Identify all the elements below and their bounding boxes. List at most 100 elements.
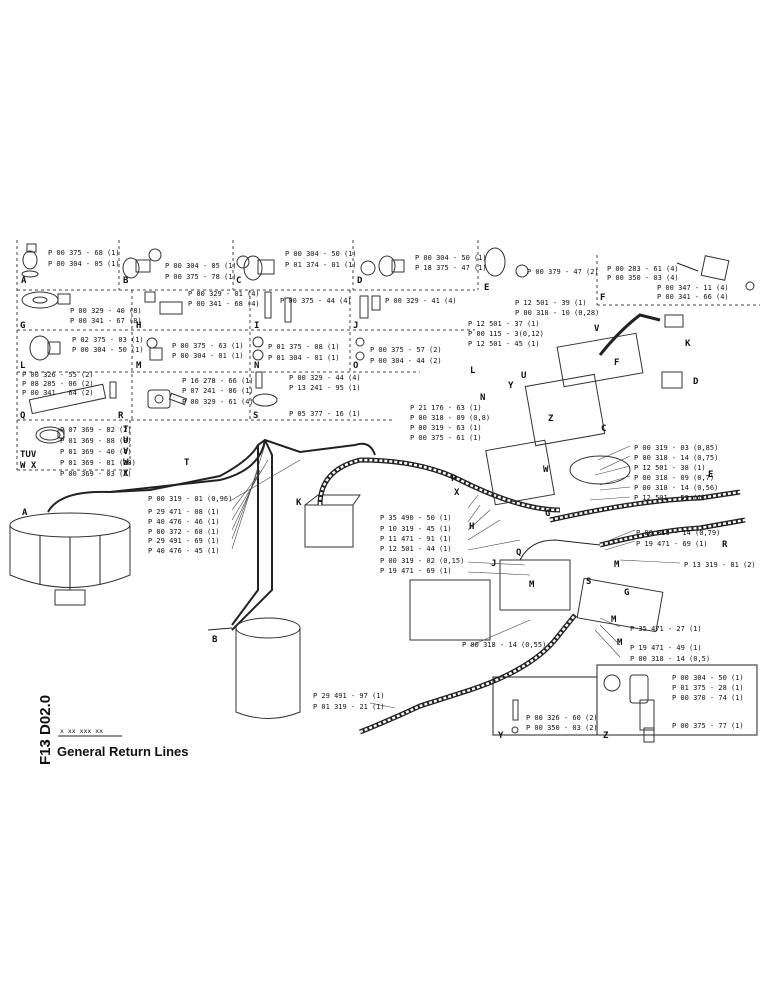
drawing-code: F13 D02.0 [37,695,54,765]
part-number: P 16 278 - 66 (1) [182,377,254,385]
part-number: P 13 241 - 95 (1) [289,384,361,392]
ref-letter: G [545,509,550,519]
part-number: P 05 377 - 16 (1) [289,410,361,418]
tank-k [304,494,361,548]
ref-letter: M [614,560,620,570]
part-number: P 00 341 - 64 (2) [22,389,94,397]
ref-letter: X [454,488,460,498]
part-sketch-c [236,255,275,281]
part-number: P 00 319 - 01 (0,96) [148,495,232,503]
box-title: W X [20,461,37,471]
ref-letter: M [617,638,623,648]
part-number: P 00 350 - 03 (4) [607,274,679,282]
part-number: P 00 375 - 77 (1) [672,722,744,730]
box-z-text: P 00 304 - 50 (1) P 01 375 - 28 (1) P 00… [603,674,744,741]
bolt-y [511,699,519,734]
part-number: P 00 341 - 68 (4) [188,300,260,308]
ref-letter: M [611,615,617,625]
part-number: P 01 319 - 21 (1) [313,703,385,711]
part-number: P 01 369 - 81 (20) [60,459,136,467]
part-number: P 13 319 - 81 (2) [684,561,756,569]
part-number: P 00 369 - 03 (8) [60,470,132,478]
part-number: P 00 347 - 11 (4) [657,284,729,292]
part-number: P 01 369 - 88 (8) [60,437,132,445]
box-letter: L [20,361,26,371]
diagram-letters: A B K T N L Y U Z C P X W G J Q M S E R … [22,324,728,648]
part-sketch-e [484,247,529,278]
box-b-text: P 00 304 - 05 (1) P 00 375 - 78 (1) B [123,262,237,286]
part-number: P 12 501 - 59 (1) [634,494,706,502]
part-number: P 00 329 - 61 (4) [182,398,254,406]
box-letter: O [353,361,359,371]
part-number: P 02 375 - 03 (1) [72,336,144,344]
part-sketch-r [147,389,188,409]
parts-grid [16,240,760,471]
box-d-text: P 00 304 - 50 (1) P 18 375 - 47 (1) D [357,254,487,286]
part-number: P 21 176 - 63 (1) [410,404,482,412]
part-number: P 00 375 - 61 (1) [410,434,482,442]
part-number: P 00 329 - 40 (8) [70,307,142,315]
part-sketch-clamp [35,426,65,444]
central-valve-block [485,332,644,506]
part-sketch-m [146,337,163,361]
box-letter: F [600,293,605,303]
elbow-fitting-z [603,674,655,743]
part-number: P 00 372 - 68 (1) [148,528,220,536]
box-a-text: P 00 375 - 68 (1) P 00 304 - 05 (1) A [21,249,120,286]
lower-right-callouts: P 35 471 - 27 (1) P 19 471 - 49 (1) P 00… [630,625,710,663]
part-sketch-b [122,248,162,279]
box-z-frame [596,664,758,736]
box-i-text: P 00 375 - 44 (4) I [254,297,352,331]
box-letter: Y [498,731,504,741]
part-number: P 00 304 - 50 (1) [72,346,144,354]
part-sketch-o [355,337,365,361]
box-p-text: P 12 501 - 39 (1) P 00 318 - 10 (0,28) [515,299,599,317]
title-block: F13 D02.0 x xx xxx xx % General Return L… [37,695,188,765]
part-number: P 00 318 - 09 (0,7) [634,474,714,482]
box-letter: M [136,361,142,371]
return-filter-b [207,617,301,719]
part-number: P 07 369 - 82 (2) [60,426,132,434]
part-number: P 00 304 - 44 (2) [370,357,442,365]
return-filter-left [9,512,131,606]
part-sketch-a [21,243,39,278]
part-number: P 00 329 - 01 (4) [188,290,260,298]
row-letter: U [123,436,128,446]
row-letter: V [123,447,129,457]
part-number: P 12 501 - 38 (1) [634,464,706,472]
ref-letter: E [708,470,713,480]
box-r-text: P 16 278 - 66 (1) P 07 241 - 86 (1) P 00… [118,377,254,421]
box-letter: D [357,276,363,286]
left-callouts: P 00 319 - 01 (0,96) P 29 471 - 08 (1) P… [148,495,232,555]
ref-letter: W [543,465,549,475]
ref-letter: L [470,366,476,376]
ref-letter: K [685,339,691,349]
part-sketch-j [359,295,381,319]
part-number: P 00 370 - 74 (1) [672,694,744,702]
box-letter: I [254,321,259,331]
ref-letter: C [601,424,606,434]
part-number: P 29 491 - 69 (1) [148,537,220,545]
part-number: P 00 375 - 57 (2) [370,346,442,354]
part-number: P 08 285 - 06 (2) [22,380,94,388]
leader-lines [229,444,681,709]
ref-letter: U [521,371,526,381]
box-e-text: P 00 379 - 47 (2) E [484,268,599,293]
part-number: P 00 326 - 55 (2) [22,371,94,379]
part-number: P 00 115 - 3(0,12) [468,330,544,338]
box-letter: C [236,276,241,286]
part-number: P 18 375 - 47 (1) [415,264,487,272]
box-l-text: P 02 375 - 03 (1) P 00 304 - 50 (1) L [20,336,144,371]
box-tuvwx-text: P 07 369 - 82 (2) P 01 369 - 88 (8) P 01… [20,425,136,479]
part-sketch-q [28,381,117,415]
part-sketch-s [252,371,278,407]
box-letter: E [484,283,489,293]
part-number: P 10 319 - 45 (1) [380,525,452,533]
box-letter: G [20,321,25,331]
top-callouts: P 21 176 - 63 (1) P 00 318 - 09 (0,8) P … [410,404,490,442]
ref-letter: F [614,358,619,368]
part-number: P 12 501 - 45 (1) [468,340,540,348]
return-pipe-t [109,438,376,631]
